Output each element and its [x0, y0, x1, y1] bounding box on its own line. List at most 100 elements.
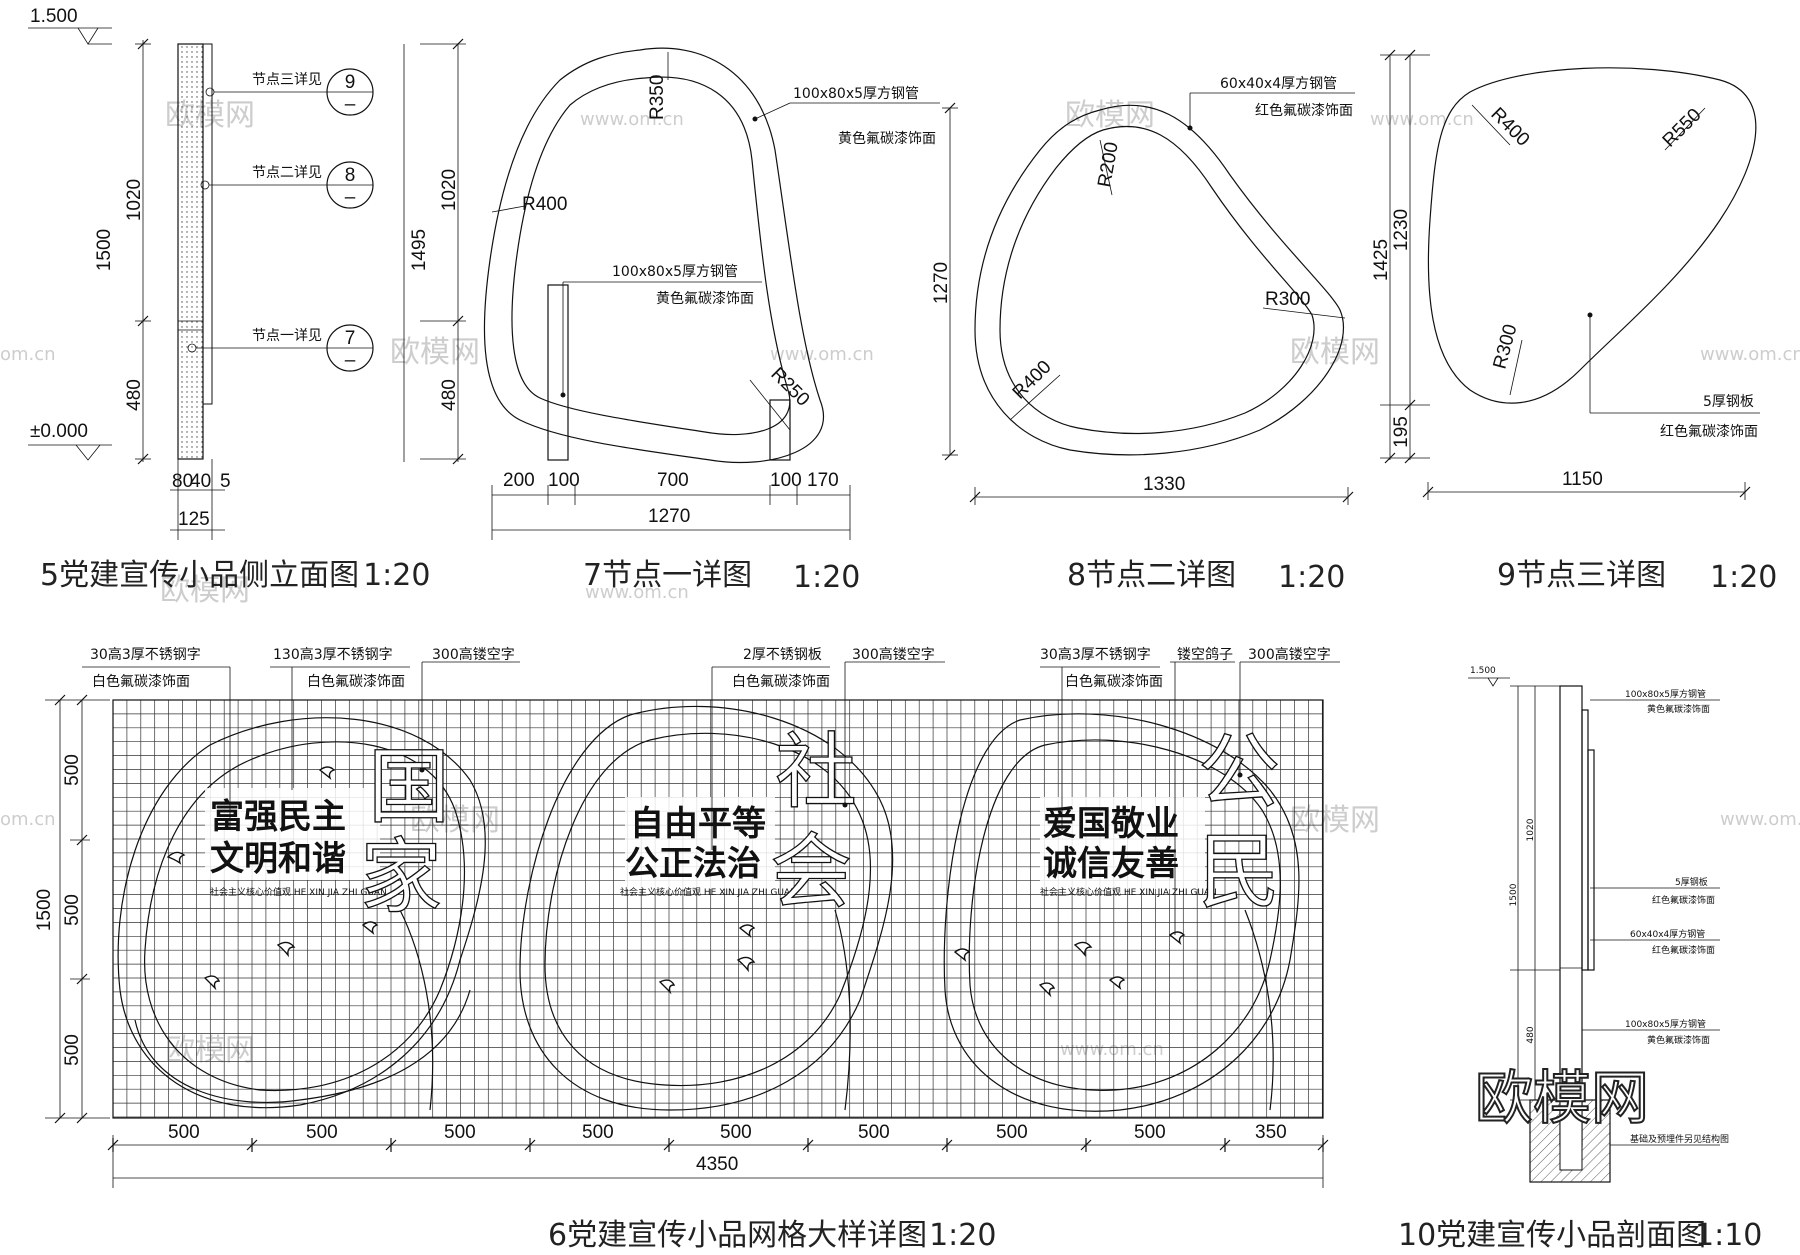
panel-1-big-char-2: 家	[360, 830, 442, 925]
panel-3-big-char-2: 民	[1198, 825, 1280, 920]
dove-icon	[953, 948, 971, 963]
node1-dim-170: 170	[807, 470, 839, 491]
grid-bottom-dimensions	[107, 1135, 1329, 1188]
callout-sub: –	[345, 94, 356, 115]
grid-dim-left-500a: 500	[62, 754, 83, 786]
radius-r200: R200	[1094, 140, 1123, 188]
dimension-tick	[663, 1138, 675, 1152]
grid-dim-left-1500: 1500	[34, 889, 55, 931]
grid-note-2-line1: 130高3厚不锈钢字	[273, 646, 393, 663]
node1-dim-100: 100	[770, 470, 802, 491]
node-2-detail: 60x40x4厚方钢管 红色氟碳漆饰面 R200 R300 R400 1270 …	[931, 76, 1355, 595]
dim-side-1500: 1500	[94, 229, 115, 271]
panel-3-line2: 诚信友善	[1043, 844, 1179, 884]
grid-note-1-line1: 30高3厚不锈钢字	[90, 646, 201, 663]
radius-r300: R300	[1265, 289, 1310, 310]
dove-icon	[1168, 931, 1186, 946]
watermark-logo: 欧模网	[160, 573, 250, 608]
radius-r350: R350	[647, 75, 668, 120]
node1-dim-100: 100	[548, 470, 580, 491]
node3-note-line2: 红色氟碳漆饰面	[1660, 423, 1758, 440]
dove-icon	[166, 851, 186, 865]
dim-bottom-5: 5	[220, 471, 231, 492]
panel-3-big-char-1: 公	[1198, 725, 1280, 820]
radius-r400: R400	[522, 194, 567, 215]
grid-frame	[112, 699, 1324, 1119]
dimension-tick	[802, 1138, 814, 1152]
dove-icon	[203, 975, 221, 991]
grid-note-4-line2: 白色氟碳漆饰面	[732, 673, 830, 690]
section-note-2-line1: 5厚钢板	[1675, 876, 1708, 888]
grid-dim-left-500b: 500	[62, 894, 83, 926]
grid-dim-500-6: 500	[858, 1122, 890, 1143]
dim-right-1020: 1020	[439, 169, 460, 211]
grid-note-5: 300高镂空字	[852, 646, 935, 663]
watermark-site: www.om.cn	[1720, 809, 1800, 830]
grid-dim-500-8: 500	[1134, 1122, 1166, 1143]
grid-note-4-line1: 2厚不锈钢板	[743, 647, 822, 663]
grid-title: 6党建宣传小品网格大样详图1:20	[548, 1218, 996, 1253]
panel-3-caption: 社会主义核心价值观 HE XIN JIA ZHI GUAN	[1040, 886, 1217, 898]
node2-title: 8节点二详图	[1067, 558, 1236, 593]
section-note-3-line2: 红色氟碳漆饰面	[1652, 944, 1715, 956]
grid-note-8: 300高镂空字	[1248, 646, 1331, 663]
dove-icon	[658, 979, 676, 995]
callout-node-2: 节点二详见 8 –	[200, 161, 374, 209]
section-note-4-line1: 100x80x5厚方钢管	[1625, 1018, 1706, 1030]
elevation-mark-ground: ±0.000	[30, 421, 88, 442]
callout-number: 7	[345, 328, 356, 349]
node3-dim-1230: 1230	[1391, 209, 1412, 251]
section-scale: 1:10	[1695, 1218, 1762, 1253]
callout-number: 9	[345, 72, 356, 93]
node3-title: 9节点三详图	[1497, 558, 1666, 593]
mesh-grid	[112, 699, 1323, 1118]
node1-title: 7节点一详图	[583, 558, 752, 593]
watermark-site: om.cn	[0, 344, 56, 365]
dimension-tick	[1080, 1138, 1092, 1152]
grid-dim-350: 350	[1255, 1122, 1287, 1143]
panel-2-caption: 社会主义核心价值观 HE XIN JIA ZHI GUAN	[620, 886, 797, 898]
grid-dim-500-2: 500	[306, 1122, 338, 1143]
support-post	[547, 284, 569, 461]
panel-1: 富强民主 文明和谐 社会主义核心价值观 HE XIN JIA ZHI GUAN …	[205, 739, 451, 926]
node1-dim-700: 700	[657, 470, 689, 491]
node-1-outer-outline	[483, 47, 824, 464]
dove-icons	[166, 766, 1186, 998]
section-note-1-line1: 100x80x5厚方钢管	[1625, 688, 1706, 700]
watermark-site: www.om.cn	[580, 109, 684, 130]
section-note-3-line1: 60x40x4厚方钢管	[1630, 928, 1705, 940]
node-3-detail: R400 R550 R300 5厚钢板 红色氟碳漆饰面 1425 1230 19…	[1371, 49, 1777, 595]
grid-note-6-line2: 白色氟碳漆饰面	[1065, 673, 1163, 690]
support-post-right	[769, 399, 791, 461]
node1-dim-200: 200	[503, 470, 535, 491]
watermark-logo: 欧模网	[390, 335, 480, 370]
grid-dim-500-3: 500	[444, 1122, 476, 1143]
node2-scale: 1:20	[1278, 560, 1345, 595]
section-dim-1500: 1500	[1509, 883, 1519, 906]
section-plate	[1581, 709, 1589, 971]
node3-note-line1: 5厚钢板	[1703, 394, 1754, 410]
dim-bottom-40: 40	[190, 471, 211, 492]
node2-note-line1: 60x40x4厚方钢管	[1220, 76, 1337, 92]
watermark-site: www.om.cn	[1060, 1039, 1164, 1060]
watermark-logo: 欧模网	[1290, 803, 1380, 838]
node3-scale: 1:20	[1710, 560, 1777, 595]
callout-text: 节点三详见	[252, 72, 322, 88]
watermark-site: www.om.cn	[585, 582, 689, 603]
grid-dim-500-7: 500	[996, 1122, 1028, 1143]
callout-number: 8	[345, 165, 356, 186]
node3-dim-1150: 1150	[1562, 469, 1603, 490]
dim-right-1495: 1495	[409, 229, 430, 271]
dimension-tick	[524, 1138, 536, 1152]
panel-2-line2: 公正法治	[625, 844, 761, 884]
dove-icon	[276, 941, 296, 958]
callout-text: 节点一详见	[252, 328, 322, 344]
node-2-inner-outline	[999, 125, 1315, 435]
watermark-site: www.om.cn	[1370, 109, 1474, 130]
grid-note-1-line2: 白色氟碳漆饰面	[92, 673, 190, 690]
section-dim-480: 480	[1526, 1026, 1536, 1043]
dimension-tick	[107, 1138, 119, 1152]
column-plate	[202, 43, 213, 405]
dimension-tick	[385, 1138, 397, 1152]
